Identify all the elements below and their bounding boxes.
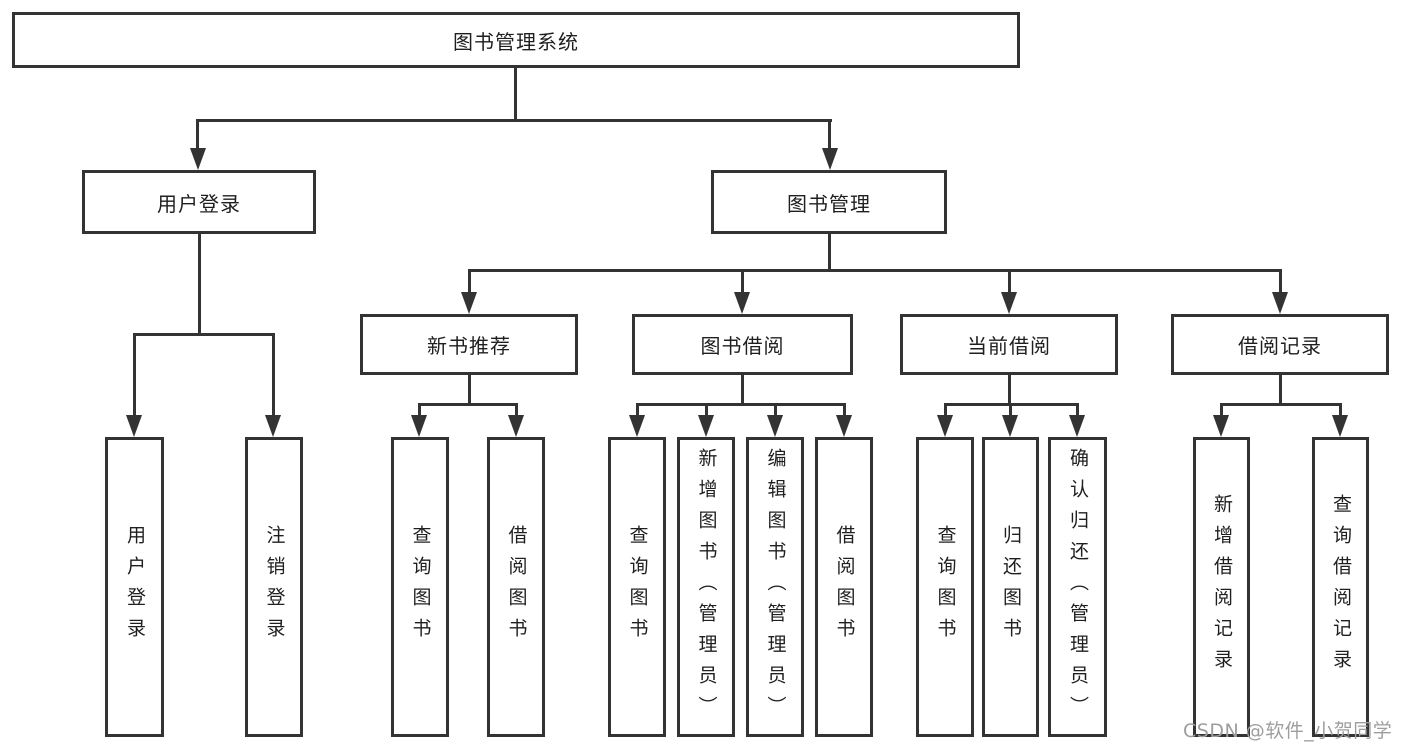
node-user-login: 用户登录 (82, 170, 316, 234)
connector-line (198, 234, 201, 336)
node-label: 新增借阅记录 (1211, 494, 1233, 680)
arrow-down-icon (1272, 292, 1288, 314)
arrow-down-icon (1002, 415, 1018, 437)
node-label: 查询借阅记录 (1330, 494, 1352, 680)
connector-line (468, 269, 471, 293)
arrow-down-icon (836, 415, 852, 437)
csdn-watermark: CSDN @软件_小贺同学 (1183, 720, 1393, 742)
connector-line (468, 375, 471, 406)
arrow-down-icon (822, 148, 838, 170)
connector-line (705, 403, 708, 416)
leaf-return-books: 归还图书 (982, 437, 1039, 737)
leaf-borrow-books: 借阅图书 (815, 437, 873, 737)
arrow-down-icon (508, 415, 524, 437)
connector-line (1220, 403, 1342, 406)
connector-line (1009, 403, 1012, 416)
arrow-down-icon (461, 292, 477, 314)
leaf-query-borrow-record: 查询借阅记录 (1312, 437, 1369, 737)
connector-line (636, 403, 846, 406)
connector-line (741, 269, 744, 293)
arrow-down-icon (629, 415, 645, 437)
node-label: 查询图书 (934, 525, 957, 649)
arrow-down-icon (937, 415, 953, 437)
connector-line (272, 333, 275, 415)
node-label: 新书推荐 (427, 334, 511, 358)
leaf-query-books-current: 查询图书 (916, 437, 974, 737)
leaf-edit-books-admin: 编辑图书（管理员） (746, 437, 804, 737)
connector-line (468, 269, 1282, 272)
connector-line (133, 333, 275, 336)
arrow-down-icon (767, 415, 783, 437)
node-label: 图书管理系统 (453, 29, 579, 54)
node-label: 当前借阅 (967, 334, 1051, 358)
node-book-borrowing: 图书借阅 (632, 314, 853, 375)
node-borrowing-records: 借阅记录 (1171, 314, 1389, 375)
node-label: 借阅记录 (1238, 334, 1322, 358)
leaf-add-books-admin: 新增图书（管理员） (677, 437, 735, 737)
node-label: 用户登录 (157, 191, 241, 216)
leaf-query-books-borrowing: 查询图书 (608, 437, 666, 737)
node-label: 图书借阅 (700, 334, 785, 358)
node-label: 编辑图书（管理员） (764, 447, 787, 727)
connector-line (1076, 403, 1079, 416)
node-current-borrowing: 当前借阅 (900, 314, 1118, 375)
node-label: 新增图书（管理员） (695, 447, 718, 727)
connector-line (133, 333, 136, 415)
node-new-book-recommend: 新书推荐 (360, 314, 578, 375)
node-label: 图书管理 (787, 191, 871, 216)
connector-line (515, 403, 518, 416)
node-label: 归还图书 (1000, 525, 1022, 649)
connector-line (741, 375, 744, 406)
connector-line (1279, 269, 1282, 293)
connector-line (418, 403, 518, 406)
connector-line (774, 403, 777, 416)
node-book-management: 图书管理 (711, 170, 947, 234)
connector-line (514, 68, 517, 121)
leaf-user-login: 用户登录 (105, 437, 164, 737)
leaf-borrow-books-recommend: 借阅图书 (487, 437, 545, 737)
connector-line (636, 403, 639, 416)
arrow-down-icon (126, 415, 142, 437)
connector-line (1279, 375, 1282, 406)
connector-line (1339, 403, 1342, 416)
node-label: 用户登录 (124, 525, 146, 649)
arrow-down-icon (1001, 292, 1017, 314)
arrow-down-icon (1069, 415, 1085, 437)
leaf-add-borrow-record: 新增借阅记录 (1193, 437, 1250, 737)
connector-line (196, 119, 832, 122)
node-label: 借阅图书 (505, 525, 528, 649)
arrow-down-icon (734, 292, 750, 314)
node-root-library-system: 图书管理系统 (12, 12, 1020, 68)
node-label: 借阅图书 (833, 525, 856, 649)
connector-line (196, 119, 199, 149)
connector-line (944, 403, 947, 416)
node-label: 查询图书 (626, 525, 649, 649)
connector-line (828, 119, 831, 149)
connector-line (418, 403, 421, 416)
connector-line (828, 234, 831, 272)
connector-line (1008, 269, 1011, 293)
node-label: 注销登录 (263, 525, 286, 649)
arrow-down-icon (1332, 415, 1348, 437)
leaf-confirm-return-admin: 确认归还（管理员） (1048, 437, 1107, 737)
arrow-down-icon (411, 415, 427, 437)
leaf-query-books-recommend: 查询图书 (391, 437, 449, 737)
node-label: 确认归还（管理员） (1067, 447, 1089, 727)
connector-line (1008, 375, 1011, 406)
arrow-down-icon (190, 148, 206, 170)
node-label: 查询图书 (409, 525, 432, 649)
arrow-down-icon (698, 415, 714, 437)
arrow-down-icon (265, 415, 281, 437)
connector-line (843, 403, 846, 416)
connector-line (1220, 403, 1223, 416)
arrow-down-icon (1213, 415, 1229, 437)
leaf-logout: 注销登录 (245, 437, 303, 737)
